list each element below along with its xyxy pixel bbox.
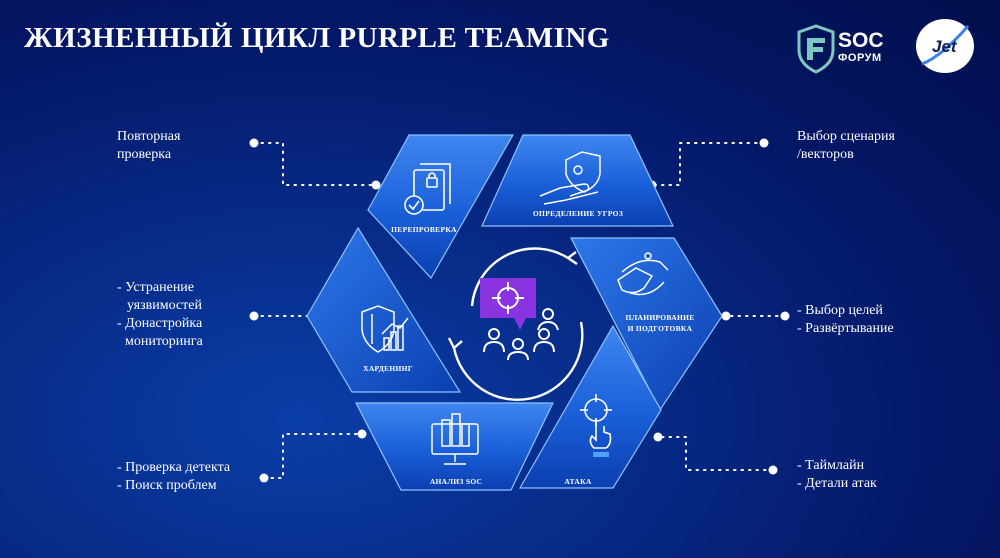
segment-soc-analysis[interactable]: АНАЛИЗ SOC [355,402,554,491]
checklist-document-icon [404,163,451,215]
hand-shield-icon [539,151,601,205]
shield-chart-icon [361,305,409,353]
callout-middle-right-item: - Развёртывание [797,321,894,336]
segment-label-planning-line2: И ПОДГОТОВКА [628,324,693,333]
soc-forum-logo [797,24,835,74]
callout-middle-left-item: - Устранение [117,280,195,295]
segment-label-attack: АТАКА [564,477,591,486]
callout-top-left-line1: Повторная [117,129,181,144]
segment-label-threat-definition: ОПРЕДЕЛЕНИЕ УГРОЗ [533,209,623,218]
cycle-arrows [447,247,584,401]
callout-bottom-left: - Проверка детекта - Поиск проблем [117,459,230,495]
connector-top-left [253,142,377,186]
callout-bottom-right-item: - Таймлайн [797,458,865,473]
segment-label-hardening: ХАРДЕНИНГ [363,364,413,373]
callout-middle-right: - Выбор целей - Развёртывание [797,302,894,338]
callout-middle-left-item: уязвимостей [127,298,202,313]
callout-top-right: Выбор сценария /векторов [797,128,895,164]
segment-hardening[interactable]: ХАРДЕНИНГ [306,226,462,393]
monitor-buildings-icon [431,413,479,465]
segment-label-planning-line1: ПЛАНИРОВАНИЕ [625,313,694,322]
jet-logo: Jet [916,19,974,73]
segment-planning[interactable]: ПЛАНИРОВАНИЕ И ПОДГОТОВКА [570,237,723,412]
connector-bottom-right [657,436,774,471]
soc-logo-subtext: ФОРУМ [838,52,882,64]
connector-bottom-left [263,433,363,479]
callout-middle-left-item: мониторинга [125,334,203,349]
callout-bottom-left-item: - Проверка детекта [117,460,231,475]
page-title: ЖИЗНЕННЫЙ ЦИКЛ PURPLE TEAMING [24,22,610,54]
handshake-icon [617,252,669,296]
callout-top-left-line2: проверка [117,147,172,162]
callout-middle-right-item: - Выбор целей [797,303,883,318]
callout-bottom-left-item: - Поиск проблем [117,478,217,493]
callout-top-right-line1: Выбор сценария [797,129,895,144]
segment-threat-definition[interactable]: ОПРЕДЕЛЕНИЕ УГРОЗ [481,134,674,227]
segment-attack[interactable]: АТАКА [518,324,662,489]
callout-bottom-right-item: - Детали атак [797,476,877,491]
callout-top-right-line2: /векторов [797,147,854,162]
soc-logo-text: SOC [838,29,884,52]
team-target-icon [480,278,559,361]
connector-top-right [651,142,765,186]
callout-middle-left-item: - Донастройка [117,316,203,331]
callout-bottom-right: - Таймлайн - Детали атак [797,457,877,493]
segment-label-soc-analysis: АНАЛИЗ SOC [430,477,482,486]
jet-logo-text: Jet [932,37,958,56]
callout-middle-left: - Устранение уязвимостей - Донастройка м… [117,279,203,351]
segment-reverification[interactable]: ПЕРЕПРОВЕРКА [367,134,515,280]
target-click-icon [580,394,612,457]
callout-top-left: Повторная проверка [117,128,180,164]
segment-label-reverification: ПЕРЕПРОВЕРКА [391,225,457,234]
